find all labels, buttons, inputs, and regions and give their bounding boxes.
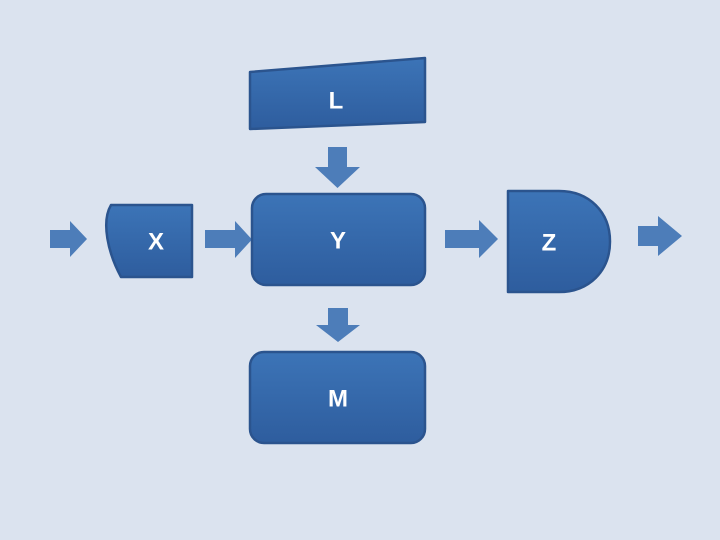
- arrow-l-to-y: [315, 147, 360, 188]
- node-m-shape: [248, 350, 427, 445]
- arrow-z-out: [638, 216, 682, 256]
- node-y-label: Y: [330, 227, 346, 254]
- arrow-y-to-z: [445, 220, 498, 258]
- node-z: Z: [506, 189, 612, 294]
- node-l-shape: [248, 56, 427, 131]
- node-m: M: [248, 350, 427, 445]
- node-y-shape: [250, 192, 427, 287]
- node-x-shape: [105, 203, 194, 279]
- node-z-label: Z: [542, 229, 557, 256]
- node-m-label: M: [328, 385, 348, 412]
- node-x: X: [105, 203, 194, 279]
- node-z-shape: [506, 189, 612, 294]
- node-y: Y: [250, 192, 427, 287]
- node-x-label: X: [148, 228, 164, 255]
- arrow-y-to-m: [316, 308, 360, 342]
- arrow-into-x: [50, 221, 87, 257]
- arrow-x-to-y: [205, 221, 252, 258]
- node-l: L: [248, 56, 427, 131]
- node-l-label: L: [329, 87, 344, 114]
